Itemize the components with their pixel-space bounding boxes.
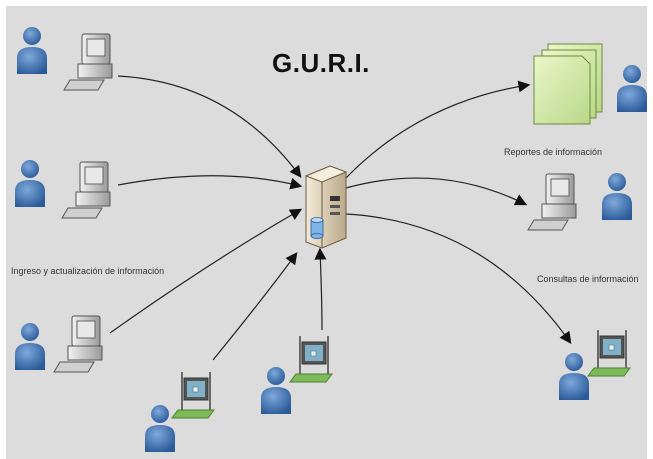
user-icon (617, 65, 647, 112)
arrow-server-to-query-pc (345, 177, 528, 206)
computer-icon (527, 173, 577, 231)
arrow-server-to-reports (345, 80, 531, 179)
diagram-title: G.U.R.I. (272, 48, 370, 78)
computer-icon (63, 33, 113, 91)
label-queries: Consultas de información (537, 274, 639, 284)
input-station-1 (17, 27, 113, 91)
user-icon (559, 353, 589, 400)
label-input: Ingreso y actualización de información (11, 266, 165, 276)
arrow-user1-to-server (117, 75, 302, 178)
arrow-user3-to-server (109, 208, 303, 334)
computer-icon (61, 161, 111, 219)
computer-icon (53, 315, 103, 373)
terminal-station-1 (145, 371, 215, 452)
arrow-server-to-query-terminal (345, 213, 572, 344)
user-icon (15, 160, 45, 207)
input-station-2 (15, 160, 111, 219)
arrow-user2-to-server (117, 175, 303, 190)
terminal-icon (171, 371, 215, 419)
report-stack-icon (533, 43, 603, 125)
terminal-icon (289, 335, 333, 383)
arrow-terminal2-to-server (314, 247, 327, 331)
user-icon (17, 27, 47, 74)
terminal-station-2 (261, 335, 333, 414)
user-icon (145, 405, 175, 452)
user-icon (602, 173, 632, 220)
label-reports: Reportes de información (504, 147, 603, 157)
database-icon (310, 217, 324, 239)
arrow-terminal1-to-server (212, 252, 298, 361)
server-icon (304, 165, 348, 249)
user-icon (261, 367, 291, 414)
connectors (109, 75, 572, 361)
input-station-3 (15, 315, 103, 373)
user-icon (15, 323, 45, 370)
terminal-icon (587, 329, 631, 377)
